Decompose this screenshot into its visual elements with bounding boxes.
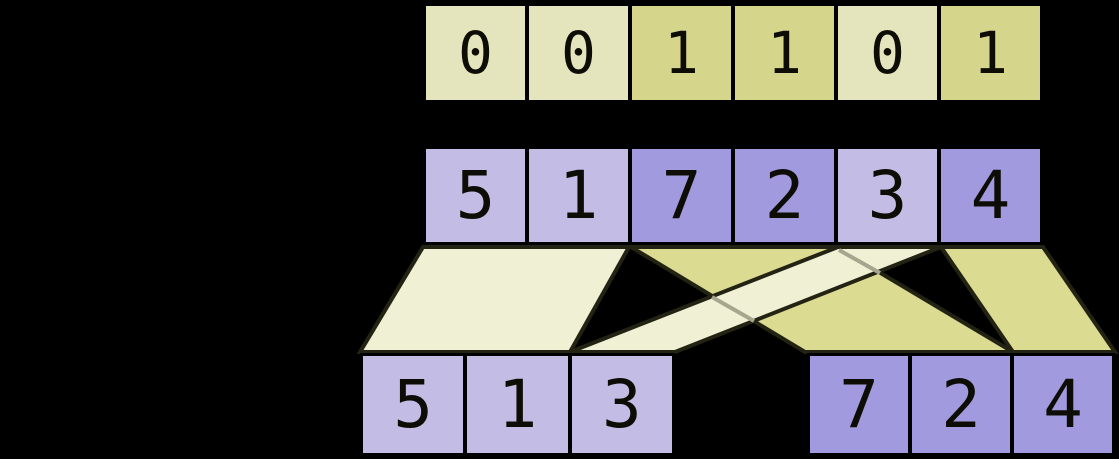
overlap-edge-upper [838,248,881,275]
array-cell: 4 [1014,356,1112,453]
array-cell: 1 [529,149,628,242]
array-cell: 7 [632,149,731,242]
array-cell: 2 [735,149,834,242]
flow-band-light-cross [569,245,942,354]
array-cell: 0 [426,6,525,100]
array-cell: 3 [838,149,937,242]
array-cell: 1 [735,6,834,100]
array-cell: 1 [467,356,568,453]
array-cell: 3 [571,356,672,453]
array-cell: 5 [426,149,525,242]
array-cell: 0 [529,6,628,100]
array-cell: 1 [941,6,1040,100]
array-cell: 2 [912,356,1010,453]
overlap-edge-lower [711,295,755,323]
flow-band-left-light [356,245,633,354]
array-cell: 0 [838,6,937,100]
array-cell: 7 [810,356,908,453]
flow-band-right-dark [937,245,1119,354]
array-cell: 1 [632,6,731,100]
array-cell: 5 [363,356,464,453]
array-cell: 4 [941,149,1040,242]
